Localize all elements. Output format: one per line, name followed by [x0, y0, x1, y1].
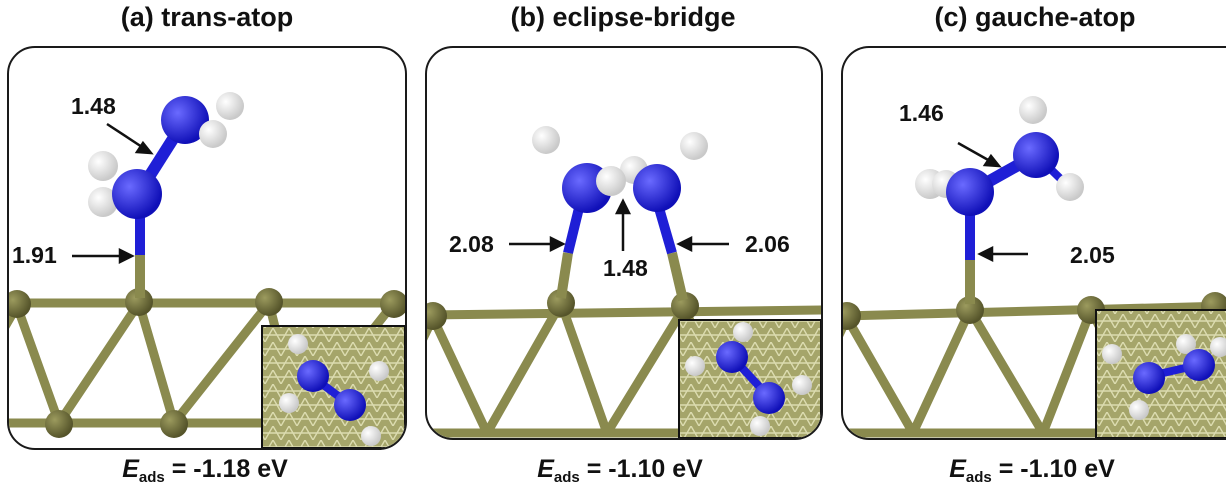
n-surface-distance-label: 2.05	[1070, 242, 1115, 268]
hydrogen-atom	[216, 92, 244, 120]
hydrogen-atom	[88, 187, 118, 217]
panel-b-energy: Eads = -1.10 eV	[537, 455, 703, 486]
nitrogen-atom	[112, 169, 162, 219]
nn-arrow	[957, 141, 991, 163]
n-surface-distance-label: 1.91	[12, 242, 57, 268]
panel-a-energy: Eads = -1.18 eV	[122, 455, 288, 486]
panel-c-energy: Eads = -1.10 eV	[949, 455, 1115, 486]
top-view-inset	[678, 319, 821, 438]
panel-c-svg	[843, 96, 1226, 438]
nitrogen-atom	[1013, 132, 1059, 178]
hydrogen-atom	[1019, 96, 1047, 124]
panel-b-title: (b) eclipse-bridge	[510, 2, 736, 32]
n-surface-bond	[654, 206, 677, 255]
nitrogen-atom	[946, 168, 994, 216]
n-surface-bond-lower	[556, 252, 573, 299]
panel-a-structure: 1.48 1.91	[7, 46, 407, 450]
nitrogen-atom	[633, 164, 681, 212]
left-distance-label: 2.08	[449, 231, 494, 257]
top-view-inset	[1095, 309, 1226, 438]
hydrogen-atom	[532, 126, 560, 154]
right-distance-label: 2.06	[745, 231, 790, 257]
nn-distance-label: 1.48	[603, 255, 648, 281]
panel-c-structure: 1.46 2.05	[841, 46, 1226, 440]
panel-a-title: (a) trans-atop	[120, 2, 294, 32]
nn-arrow	[106, 122, 143, 149]
nn-distance-label: 1.46	[899, 100, 944, 126]
panel-b-structure: 2.08 1.48 2.06	[425, 46, 823, 440]
top-view-inset	[261, 325, 405, 448]
nn-distance-label: 1.48	[71, 93, 116, 119]
hydrogen-atom	[199, 120, 227, 148]
n-surface-bond	[563, 206, 584, 255]
hydrogen-atom	[596, 166, 626, 196]
hydrogen-atom	[88, 151, 118, 181]
n-surface-bond-lower	[667, 251, 688, 302]
nitrogen-atom	[161, 96, 209, 144]
panel-a-svg	[9, 92, 405, 448]
panel-c-title: (c) gauche-atop	[934, 2, 1136, 32]
hydrogen-atom	[680, 132, 708, 160]
panel-b-svg	[427, 126, 821, 438]
hydrogen-atom	[1056, 173, 1084, 201]
surface-atoms	[9, 288, 405, 438]
